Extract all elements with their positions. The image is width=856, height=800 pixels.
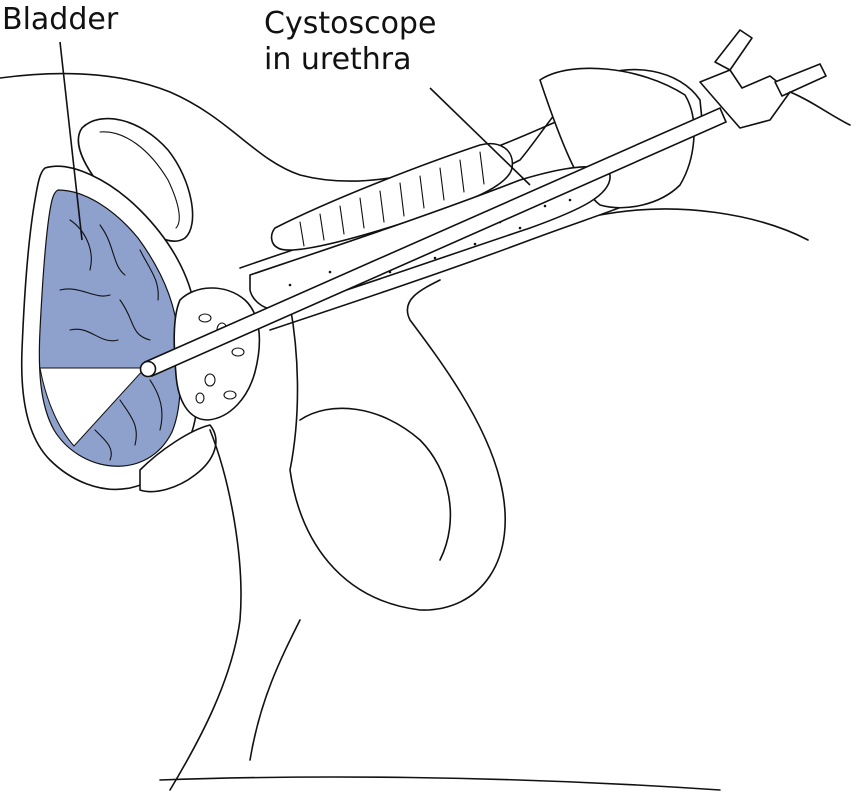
cystoscope-port-upper: [714, 29, 753, 71]
penis-ventral-contour: [269, 199, 641, 331]
cystoscope: [139, 29, 851, 378]
cystoscope-leader-line: [429, 87, 531, 186]
cystoscope-cable: [789, 91, 851, 126]
testis-contour: [299, 407, 452, 561]
buttock-contour: [249, 619, 301, 761]
cavernosum-septa: [299, 151, 485, 247]
bladder-rugae: [59, 219, 163, 461]
bladder-leader-line: [59, 41, 83, 241]
thigh-contour: [169, 429, 242, 791]
bladder-label: Bladder: [2, 2, 119, 37]
scrotum: [289, 279, 506, 611]
cystoscope-shaft: [143, 106, 728, 378]
cystoscope-label: Cystoscope in urethra: [264, 6, 436, 78]
cystoscope-label-line2: in urethra: [264, 42, 412, 77]
ground-contour: [159, 776, 721, 791]
abdomen-lower-contour: [599, 208, 809, 241]
cystoscope-tip: [139, 360, 157, 378]
bladder-cutaway: [39, 367, 147, 447]
cystoscope-label-line1: Cystoscope: [264, 6, 437, 41]
corpus-cavernosum: [270, 143, 514, 251]
pubic-bone-inner: [99, 131, 180, 229]
cystoscope-port-lower: [774, 63, 827, 97]
perineal-tissue: [139, 424, 217, 493]
